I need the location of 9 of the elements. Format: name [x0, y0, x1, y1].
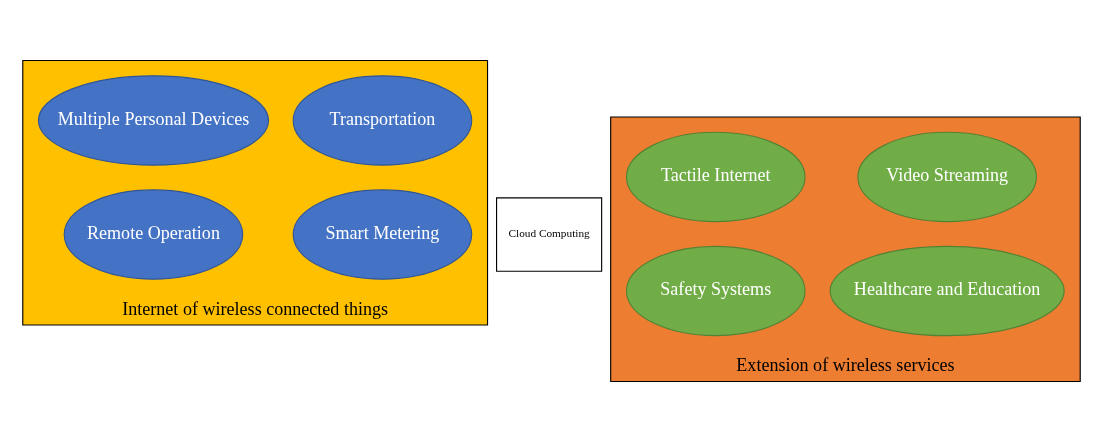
node-ellipse: Safety Systems: [625, 245, 806, 336]
node-ellipse: Healthcare and Education: [829, 245, 1065, 336]
node-ellipse: Video Streaming: [857, 131, 1037, 222]
node-ellipse: Multiple Personal Devices: [37, 74, 270, 166]
node-ellipse: Transportation: [292, 74, 473, 166]
node-ellipse: Remote Operation: [63, 188, 244, 280]
node-ellipse: Tactile Internet: [625, 131, 806, 222]
node-ellipse: Smart Metering: [292, 188, 473, 280]
node-box: Cloud Computing: [496, 196, 603, 272]
